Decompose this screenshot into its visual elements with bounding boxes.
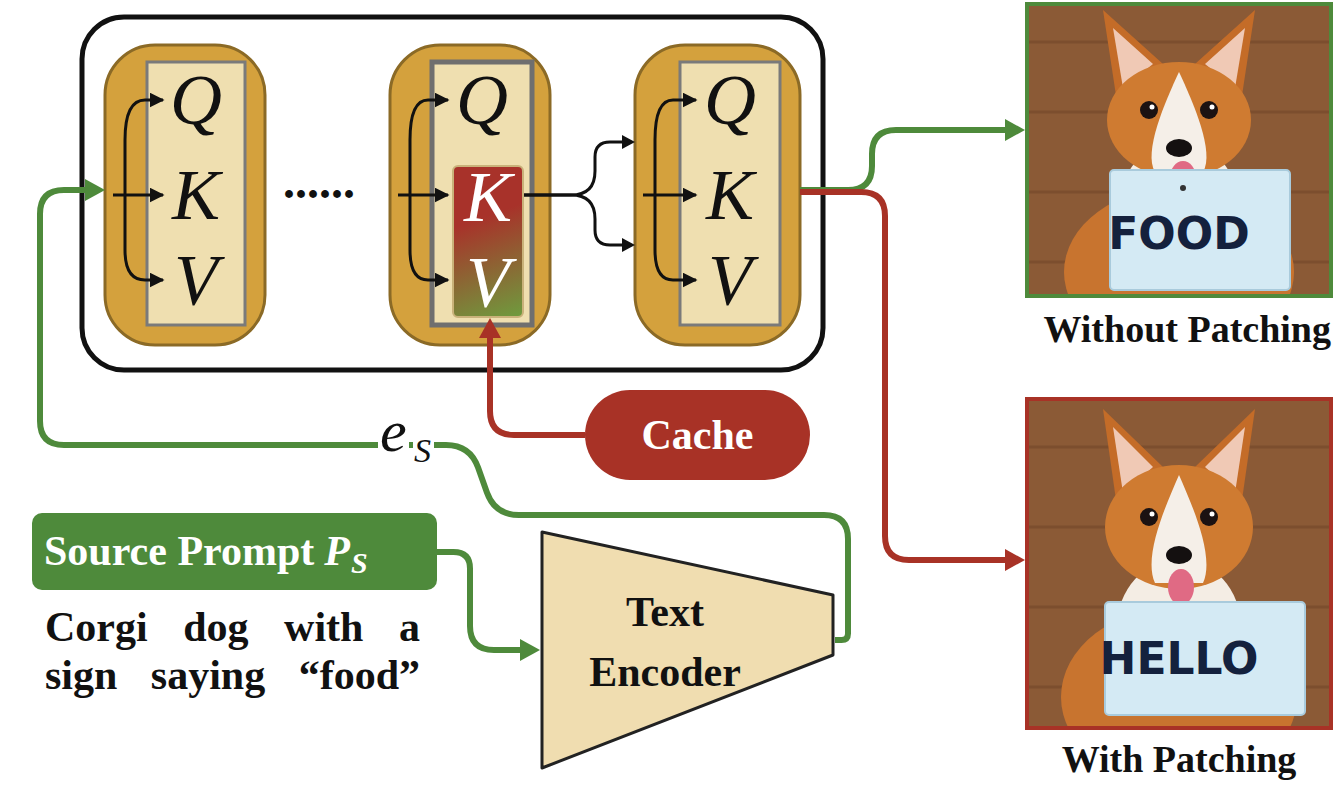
- sign-text: HELLO: [1029, 631, 1329, 687]
- patched-kv-box: KV: [452, 165, 524, 318]
- prompt-text: Corgi dog with a sign saying “food”: [45, 603, 420, 699]
- text-encoder: Text Encoder: [540, 530, 835, 770]
- dog-blaze: [1152, 72, 1207, 172]
- bracket-arrow: [410, 100, 448, 140]
- corgi-photo: [1025, 2, 1333, 357]
- bracket-arrow: [655, 250, 696, 280]
- dog-eye: [1140, 101, 1158, 119]
- output-image: FOODWithout Patching: [1025, 2, 1333, 298]
- prompt-heading: Source Prompt: [44, 513, 314, 590]
- arrowhead: [1005, 549, 1025, 571]
- matrix-letter: Q: [432, 70, 532, 130]
- embedding-subscript: S: [413, 434, 434, 468]
- connector-arrow: [479, 318, 585, 435]
- source-prompt-box: Source PromptPSCorgi dog with a sign say…: [32, 513, 437, 590]
- ellipsis-dots: ......: [283, 158, 355, 206]
- bracket-arrow: [125, 100, 163, 140]
- sign-pin: [1180, 185, 1186, 191]
- eye-glint: [1150, 512, 1155, 517]
- bracket: [398, 140, 410, 250]
- bracket-arrow: [655, 194, 696, 197]
- cache-label: Cache: [585, 390, 810, 480]
- connector-line: [437, 552, 523, 650]
- dog-tongue: [1168, 569, 1194, 605]
- attention-layer: QKV: [105, 45, 265, 345]
- connector-line: [800, 130, 1008, 190]
- output-image: HELLOWith Patching: [1025, 397, 1333, 730]
- eye-glint: [1210, 105, 1215, 110]
- dog-nose: [1166, 139, 1192, 157]
- bracket: [113, 140, 125, 250]
- matrix-letter: V: [452, 252, 524, 312]
- connector-arrow: [437, 552, 540, 661]
- connector-line: [524, 195, 625, 245]
- sign-text: FOOD: [1029, 206, 1329, 262]
- attention-pills: [105, 45, 800, 345]
- dog-nose: [1166, 546, 1192, 564]
- bracket-arrow: [655, 100, 696, 140]
- bracket-arrow: [410, 250, 448, 280]
- eye-glint: [1210, 512, 1215, 517]
- arrowhead: [1005, 119, 1025, 141]
- connector-line: [800, 192, 1008, 560]
- model-frame: [82, 17, 823, 370]
- patched-attention-layer: QKV: [390, 45, 550, 345]
- prompt-symbol: P: [324, 513, 350, 590]
- arrowhead: [479, 318, 501, 338]
- dog-eye: [1140, 508, 1158, 526]
- matrix-letter: V: [680, 250, 780, 310]
- cache-pill: Cache: [585, 390, 810, 480]
- arrowhead: [85, 179, 105, 201]
- connector-arrow: [524, 135, 635, 252]
- connector-line: [490, 335, 585, 435]
- edge-label: e: [378, 402, 409, 460]
- matrix-letter: K: [147, 165, 245, 225]
- dog-blaze: [1152, 475, 1207, 583]
- arrowhead: [622, 135, 635, 149]
- matrix-letter: Q: [147, 70, 245, 130]
- dog-head: [1107, 62, 1251, 178]
- encoder-label: Text Encoder: [565, 582, 765, 702]
- attention-layer: QKV: [635, 45, 800, 345]
- matrix-letter: V: [147, 250, 245, 310]
- bracket: [643, 140, 655, 250]
- image-caption: Without Patching: [1043, 307, 1331, 351]
- connector-arrow: [800, 192, 1025, 571]
- connector-arrow: [800, 119, 1025, 190]
- bracket-arrow: [125, 250, 163, 280]
- dog-eye: [1200, 508, 1218, 526]
- dog-eye: [1200, 101, 1218, 119]
- connector-line: [524, 142, 625, 195]
- arrowhead: [520, 639, 540, 661]
- corgi-photo: [1025, 397, 1333, 785]
- trapezoid-outline: [542, 532, 833, 768]
- matrix-letter: Q: [680, 70, 780, 130]
- matrix-letter: K: [680, 165, 780, 225]
- image-caption: With Patching: [1025, 737, 1333, 781]
- bracket-arrow: [125, 194, 163, 197]
- matrix-letter: K: [452, 167, 524, 227]
- layer-pill: [105, 45, 265, 345]
- eye-glint: [1150, 105, 1155, 110]
- layer-pill: [635, 45, 800, 345]
- bracket-arrow: [410, 194, 448, 197]
- prompt-subscript: S: [351, 543, 368, 583]
- arrowhead: [622, 238, 635, 252]
